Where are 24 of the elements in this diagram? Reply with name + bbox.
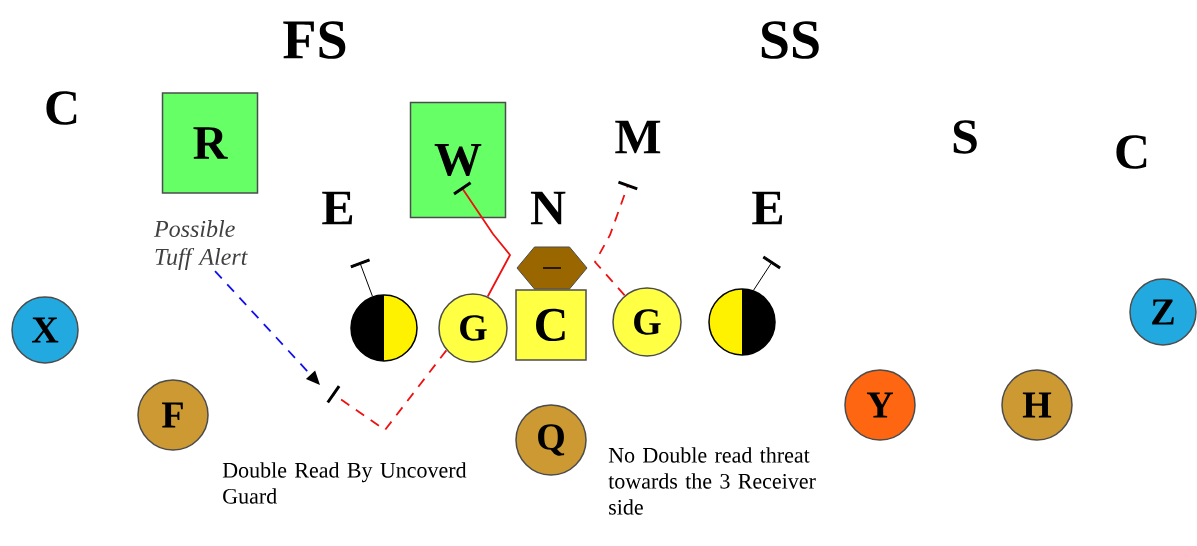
player-box: R <box>161 92 259 194</box>
player-letter: C <box>1116 135 1147 169</box>
arrow <box>214 270 320 385</box>
player-letter: E <box>322 191 353 225</box>
block-line <box>593 180 638 297</box>
tackle-circle <box>708 288 776 356</box>
player-letter: S <box>953 120 977 154</box>
block-line <box>753 255 781 291</box>
player-letter: C <box>46 91 77 125</box>
tackle-circle <box>350 294 418 362</box>
player-box: W <box>409 101 507 219</box>
player-letter: N <box>530 191 566 225</box>
player-letter: FS <box>283 21 346 59</box>
block-line <box>326 349 448 432</box>
note-text: Possible Tuff Alert <box>153 220 248 270</box>
block-line <box>350 258 373 297</box>
player-letter: SS <box>761 21 819 59</box>
player-letter: E <box>752 191 783 225</box>
nose-hexagon <box>516 246 588 290</box>
block-line <box>453 181 512 298</box>
note-text: Double Read By Uncoverd Guard <box>222 462 467 504</box>
player-box: C <box>515 289 587 361</box>
player-letter: M <box>615 120 661 154</box>
note-text: No Double read threat towards the 3 Receiver side <box>608 447 816 515</box>
